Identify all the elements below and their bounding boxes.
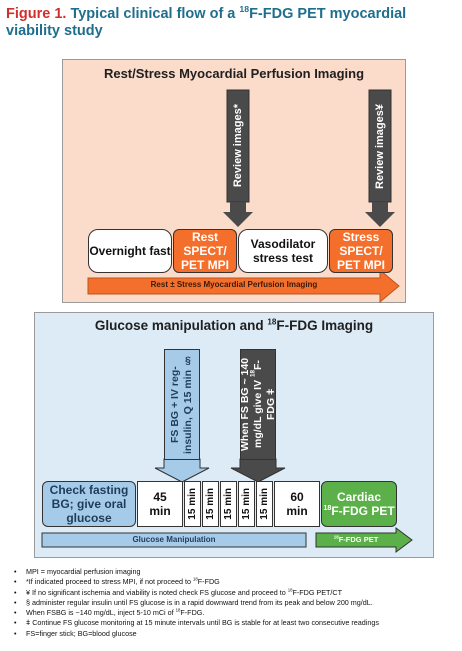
footnote-sup: 18 [287, 587, 293, 593]
footnote-text: MPI = myocardial perfusion imaging [26, 567, 141, 576]
when-fsbg-sup: 18 [249, 370, 256, 378]
bullet-icon: • [14, 567, 17, 576]
interval-15-label-4: 15 min [241, 488, 252, 520]
interval-15-box: 15 min [220, 481, 237, 527]
cardiac-pre: Cardiac [336, 490, 381, 504]
glucose-panel-title: Glucose manipulation and 18F-FDG Imaging [34, 318, 434, 333]
rest-mpi-box: Rest SPECT/ PET MPI [173, 229, 237, 273]
when-fsbg-label: When FS BG ~ 140 mg/dL give IV 18F-FDG ǂ [239, 350, 278, 459]
footnote-text: When FSBG is ~140 mg/dL, inject 5-10 mCi… [26, 608, 204, 618]
fdg-pet-arrow-label: 18F-FDG PET [316, 535, 396, 544]
footnote-text: FS=finger stick; BG=blood glucose [26, 628, 137, 638]
perfusion-timeline-arrow [87, 268, 400, 304]
footnote-item: • § administer regular insulin until FS g… [14, 598, 458, 608]
interval-15-label-2: 15 min [205, 488, 216, 520]
figure-title: Figure 1. Typical clinical flow of a 18F… [6, 4, 456, 40]
interval-15-label-3: 15 min [223, 488, 234, 520]
cardiac-fdg-label: Cardiac 18F-FDG PET [323, 490, 394, 518]
footnote-post: F-FDG [197, 577, 220, 587]
interval-15-box: 15 min [256, 481, 273, 527]
footnote-sup: 18 [175, 607, 181, 613]
figure-title-post: F-FDG PET myocardial viability study [6, 6, 407, 39]
footnote-item: • FS=finger stick; BG=blood glucose [14, 629, 458, 639]
perfusion-panel-title: Rest/Stress Myocardial Perfusion Imaging [103, 66, 365, 81]
glucose-title-post: F-FDG Imaging [276, 318, 374, 333]
footnote-item: • When FSBG is ~140 mg/dL, inject 5-10 mC… [14, 608, 458, 618]
review-2-arrow [365, 202, 395, 227]
fsbg-insulin-box: FS BG + IV reg-insulin, Q 15 min § [164, 349, 200, 460]
bullet-icon: • [14, 608, 17, 618]
footnote-text: ¥ If no significant ischemia and viabili… [26, 588, 342, 598]
footnote-item: • *If indicated proceed to stress MPI, if… [14, 577, 458, 587]
overnight-fast-box: Overnight fast [88, 229, 172, 273]
interval-15-box: 15 min [184, 481, 201, 527]
bullet-icon: • [14, 577, 17, 587]
footnote-sup: 18 [193, 576, 198, 582]
footnotes: • MPI = myocardial perfusion imaging • *If… [14, 567, 458, 639]
footnote-item: • MPI = myocardial perfusion imaging [14, 567, 458, 577]
interval-15-box: 15 min [238, 481, 255, 527]
interval-15-label-5: 15 min [259, 488, 270, 520]
glucose-manipulation-label: Glucose Manipulation [132, 535, 216, 544]
figure-label: Figure 1. [6, 6, 67, 22]
insulin-arrow [154, 458, 210, 483]
footnote-pre: When FSBG is ~140 mg/dL, inject 5-10 mCi… [26, 608, 176, 618]
fsbg-insulin-label: FS BG + IV reg-insulin, Q 15 min § [169, 355, 194, 454]
when-fsbg-box: When FS BG ~ 140 mg/dL give IV 18F-FDG ǂ [239, 349, 278, 460]
fdg-arrow-sup: 18 [333, 534, 339, 540]
interval-15-label-1: 15 min [187, 488, 198, 520]
footnote-text: § administer regular insulin until FS gl… [26, 597, 373, 607]
min-60-box: 60 min [274, 481, 320, 527]
footnote-post: F-FDG. [180, 608, 205, 618]
vasodilator-box: Vasodilator stress test [238, 229, 328, 273]
footnote-pre: ¥ If no significant ischemia and viabili… [26, 587, 288, 597]
footnote-item: • ¥ If no significant ischemia and viabil… [14, 588, 458, 598]
footnote-text: *If indicated proceed to stress MPI, if … [26, 577, 220, 587]
figure-title-sup: 18 [239, 4, 250, 15]
glucose-manipulation-bar [41, 532, 307, 548]
fdg-arrow-post: F-FDG PET [338, 535, 379, 544]
check-fasting-box: Check fasting BG; give oral glucose [42, 481, 136, 527]
footnote-text: ǂ Continue FS glucose monitoring at 15 m… [26, 618, 379, 628]
interval-15-box: 15 min [202, 481, 219, 527]
bullet-icon: • [14, 618, 17, 628]
min-45-box: 45 min [137, 481, 183, 527]
bullet-icon: • [14, 587, 17, 597]
footnote-pre: *If indicated proceed to stress MPI, if … [26, 577, 193, 587]
fdg-pet-arrow [315, 527, 413, 553]
stress-mpi-box: Stress SPECT/ PET MPI [329, 229, 393, 273]
fdg-injection-arrow [230, 458, 286, 483]
perfusion-timeline-label: Rest ± Stress Myocardial Perfusion Imagi… [150, 280, 318, 289]
review-1-arrow [223, 202, 253, 227]
cardiac-post: F-FDG PET [331, 504, 395, 518]
bullet-icon: • [14, 628, 17, 638]
glucose-title-sup: 18 [267, 317, 277, 327]
footnote-item: • ǂ Continue FS glucose monitoring at 15 … [14, 618, 458, 628]
glucose-title-pre: Glucose manipulation and [94, 318, 268, 333]
cardiac-sup: 18 [323, 503, 332, 512]
bullet-icon: • [14, 597, 17, 607]
cardiac-fdg-pet-box: Cardiac 18F-FDG PET [321, 481, 397, 527]
figure-title-pre: Typical clinical flow of a [66, 6, 240, 22]
footnote-post: F-FDG PET/CT [292, 587, 342, 597]
